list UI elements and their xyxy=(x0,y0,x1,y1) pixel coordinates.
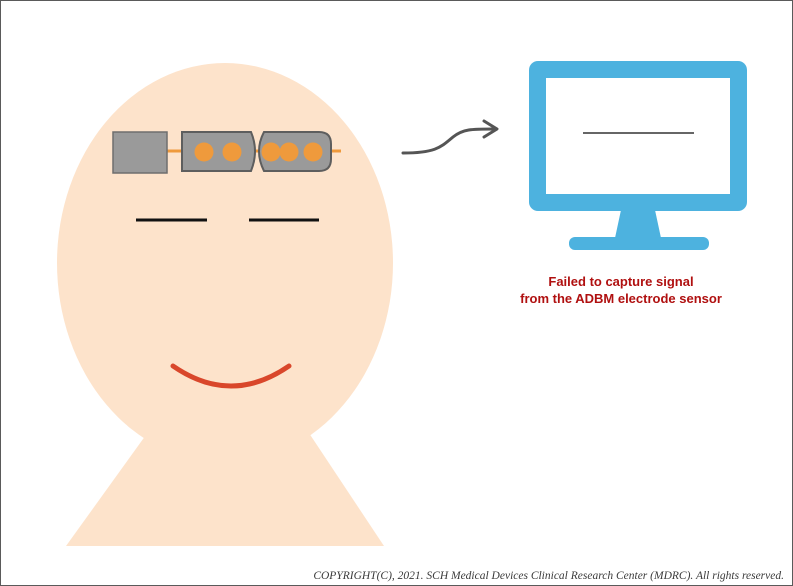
status-line-2: from the ADBM electrode sensor xyxy=(471,290,771,307)
copyright-notice: COPYRIGHT(C), 2021. SCH Medical Devices … xyxy=(313,570,784,582)
monitor-base xyxy=(569,237,709,250)
status-line-1: Failed to capture signal xyxy=(471,273,771,290)
monitor-screen xyxy=(546,78,730,194)
electrode-3 xyxy=(262,143,281,162)
signal-arrow xyxy=(403,129,495,153)
signal-failure-message: Failed to capture signal from the ADBM e… xyxy=(471,273,771,307)
electrode-5 xyxy=(304,143,323,162)
head xyxy=(57,63,393,463)
electrode-4 xyxy=(280,143,299,162)
electrode-1 xyxy=(195,143,214,162)
electrode-2 xyxy=(223,143,242,162)
sensor-control-box xyxy=(113,132,167,173)
electrode-pod-1 xyxy=(182,132,255,171)
monitor-neck xyxy=(615,210,661,238)
